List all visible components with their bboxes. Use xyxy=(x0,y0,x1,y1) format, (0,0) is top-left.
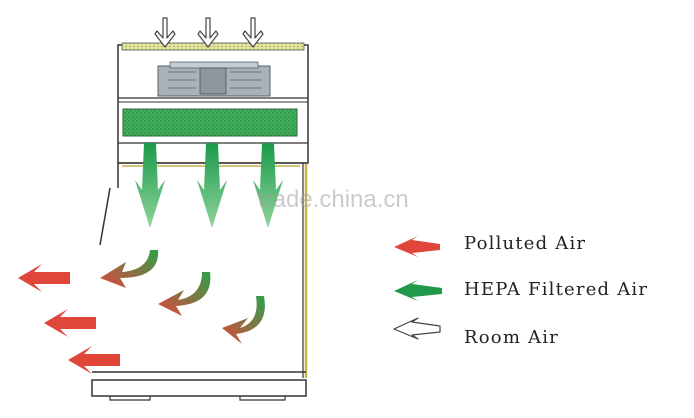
watermark-text: trade.china.cn xyxy=(258,186,409,213)
hepa-downflow-arrows xyxy=(135,143,283,228)
room-air-intake-arrows xyxy=(154,17,264,48)
room-air-legend-icon xyxy=(393,317,441,340)
prefilter xyxy=(121,42,305,51)
polluted-air-arrows xyxy=(18,264,120,374)
hepa-filtered-air-legend-icon xyxy=(394,280,442,301)
hepa-filter xyxy=(122,108,298,137)
legend-label-polluted-air: Polluted Air xyxy=(464,233,587,254)
curved-outflow-arrows xyxy=(100,250,265,344)
cabinet xyxy=(91,42,309,401)
cabinet-base xyxy=(91,379,307,397)
sash-edge xyxy=(99,187,111,246)
polluted-air-legend-icon xyxy=(394,236,440,257)
legend xyxy=(393,236,442,340)
legend-label-hepa-filtered-air: HEPA Filtered Air xyxy=(464,279,649,300)
blower-fan-icon xyxy=(157,61,271,97)
legend-label-room-air: Room Air xyxy=(464,327,559,348)
